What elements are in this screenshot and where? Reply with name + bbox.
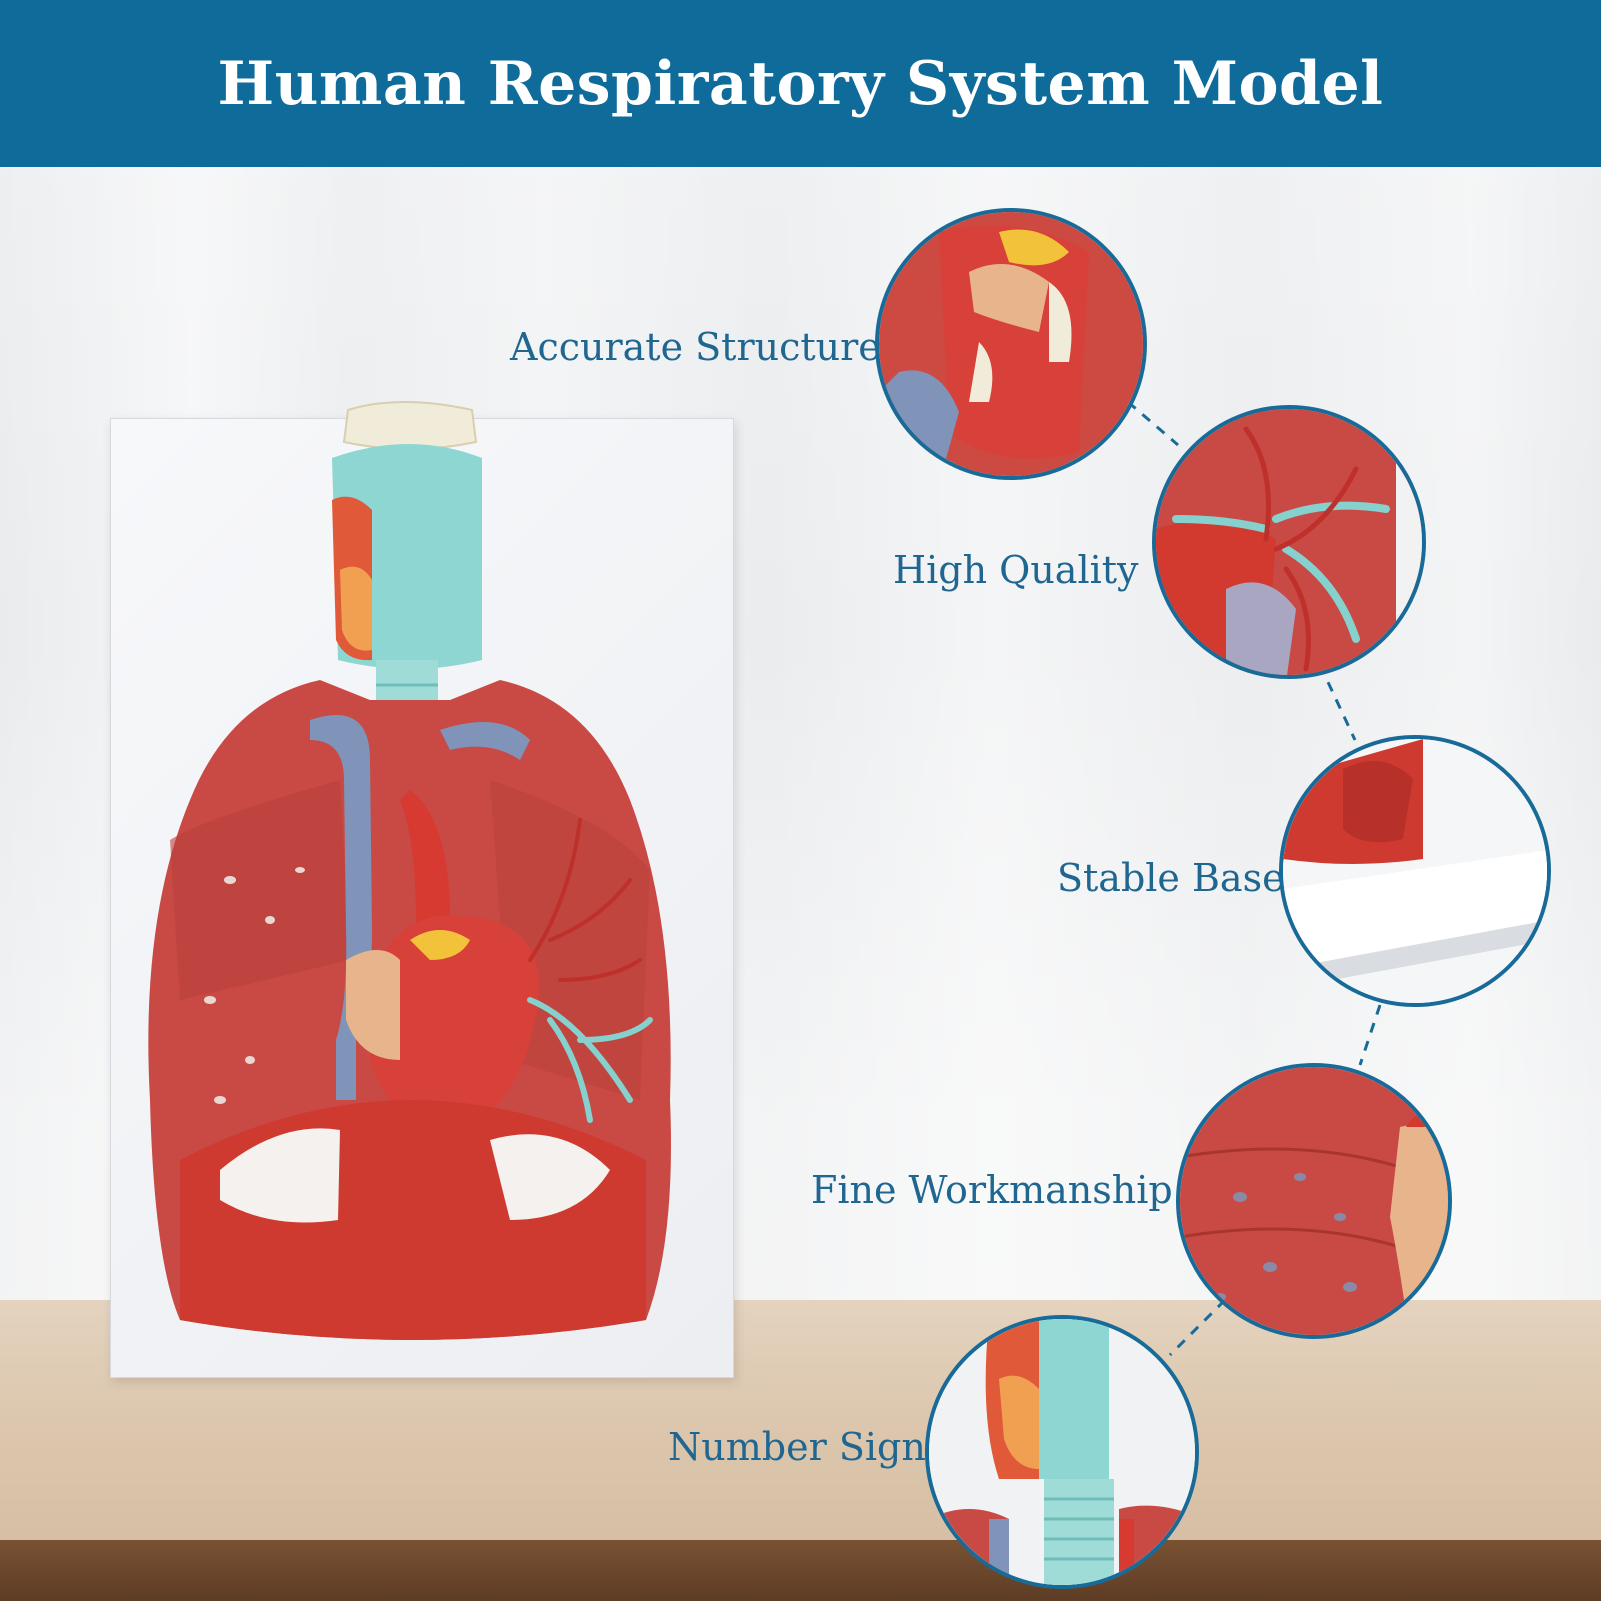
lung-surface-closeup-image [1176,1063,1452,1339]
callout-label-fine-workmanship: Fine Workmanship [811,1168,1173,1212]
callout-label-number-sign: Number Sign [668,1425,926,1469]
page-title: Human Respiratory System Model [217,48,1384,119]
callout-label-high-quality: High Quality [893,548,1139,592]
callout-label-accurate-structure: Accurate Structure [510,325,881,369]
heart-closeup-image [875,208,1147,480]
wooden-table-edge [0,1540,1601,1601]
respiratory-model-image [148,401,671,1340]
title-banner: Human Respiratory System Model [0,0,1601,167]
heart [370,915,539,1140]
trachea-numbers-closeup-image [925,1315,1199,1589]
stand-base-closeup-image [1279,735,1551,1007]
pulmonary-artery [440,722,530,760]
callout-label-stable-base: Stable Base [1057,856,1285,900]
bronchial-tree-closeup-image [1152,405,1426,679]
